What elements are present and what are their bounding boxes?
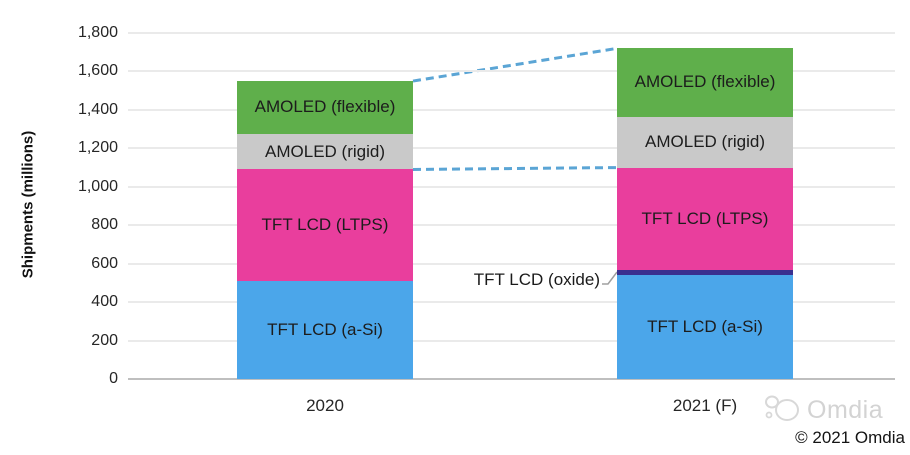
omdia-logo: Omdia bbox=[763, 392, 893, 428]
x-category-label: 2020 bbox=[306, 396, 344, 415]
bar-segment bbox=[617, 167, 793, 271]
gridline bbox=[128, 108, 895, 111]
y-tick-label: 1,000 bbox=[77, 177, 118, 195]
y-tick-label: 400 bbox=[91, 293, 118, 311]
bar-segment bbox=[617, 270, 793, 276]
copyright-text: © 2021 Omdia bbox=[795, 428, 905, 447]
gridline bbox=[128, 70, 895, 73]
segment-label: TFT LCD (LTPS) bbox=[261, 215, 389, 235]
x-category-label: 2021 (F) bbox=[672, 396, 738, 415]
bar-segment bbox=[237, 169, 413, 281]
y-tick-label: 200 bbox=[91, 331, 118, 349]
y-tick-label: 1,200 bbox=[77, 139, 118, 157]
segment-label: AMOLED (flexible) bbox=[634, 72, 776, 92]
omdia-logo-text: Omdia bbox=[807, 395, 884, 424]
gridline bbox=[128, 185, 895, 188]
bar-segment bbox=[237, 133, 413, 170]
gridline bbox=[128, 301, 895, 304]
y-tick-label: 800 bbox=[91, 216, 118, 234]
gridline bbox=[128, 147, 895, 150]
gridline bbox=[128, 339, 895, 342]
y-tick-label: 1,400 bbox=[77, 100, 118, 118]
y-tick-label: 1,800 bbox=[77, 24, 118, 41]
bar-segment bbox=[617, 48, 793, 117]
gridline bbox=[128, 224, 895, 227]
gridline bbox=[128, 32, 895, 34]
y-axis-title: Shipments (millions) bbox=[19, 130, 37, 279]
segment-label: AMOLED (rigid) bbox=[265, 141, 385, 161]
y-tick-label: 1,600 bbox=[77, 62, 118, 80]
segment-label: AMOLED (flexible) bbox=[254, 97, 396, 117]
dashed-connector-line bbox=[412, 166, 618, 171]
x-axis-line bbox=[128, 378, 895, 380]
y-tick-label: 0 bbox=[109, 370, 118, 387]
bar-segment bbox=[237, 280, 413, 379]
dashed-connector-line bbox=[412, 46, 618, 83]
oxide-annotation-label: TFT LCD (oxide) bbox=[473, 270, 600, 289]
gridline bbox=[128, 262, 895, 265]
segment-label: TFT LCD (a-Si) bbox=[267, 319, 383, 339]
y-tick-label: 600 bbox=[91, 254, 118, 272]
bar-segment bbox=[617, 116, 793, 168]
omdia-logo-icon bbox=[765, 395, 799, 421]
segment-label: TFT LCD (a-Si) bbox=[647, 317, 763, 337]
bar-segment bbox=[617, 275, 793, 379]
bar-segment bbox=[237, 81, 413, 134]
segment-label: TFT LCD (LTPS) bbox=[641, 208, 769, 228]
segment-label: AMOLED (rigid) bbox=[645, 132, 765, 152]
